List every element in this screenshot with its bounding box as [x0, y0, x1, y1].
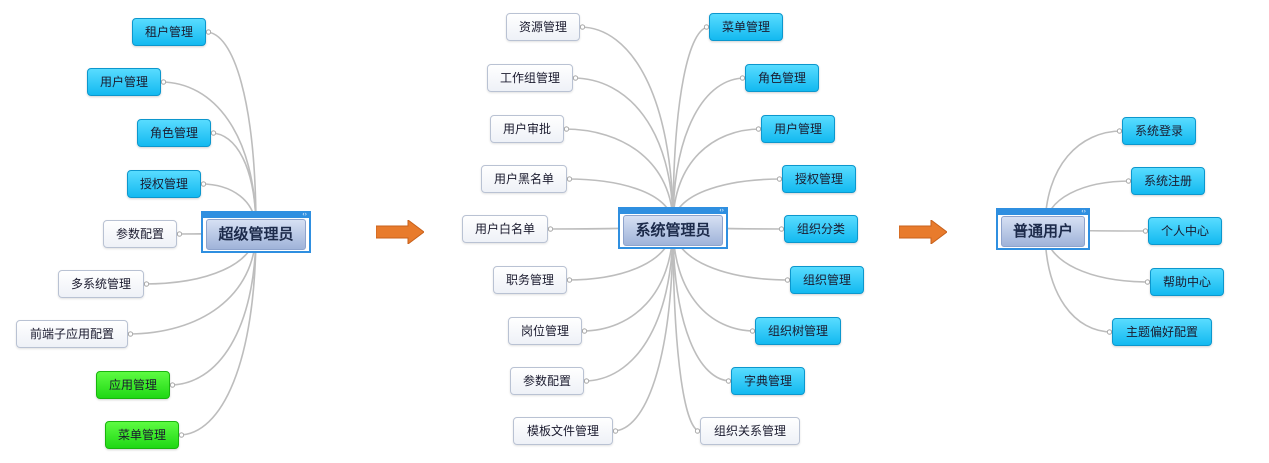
node-org-management[interactable]: 组织管理	[790, 266, 864, 294]
connector-line	[210, 132, 257, 231]
node-template-file-management[interactable]: 模板文件管理	[513, 417, 613, 445]
connector-line	[583, 224, 674, 382]
node-org-relation-management[interactable]: 组织关系管理	[700, 417, 800, 445]
connector-dot	[169, 382, 176, 388]
node-system-register[interactable]: 系统注册	[1131, 167, 1205, 195]
connector-dot	[143, 281, 150, 287]
connector-dot	[547, 226, 554, 232]
expand-icon: ‹›	[719, 207, 724, 214]
node-dictionary-management[interactable]: 字典管理	[731, 367, 805, 395]
connector-dot	[1125, 178, 1132, 184]
node-user-management[interactable]: 用户管理	[87, 68, 161, 96]
connector-dot	[205, 29, 212, 35]
central-node-label: 普通用户	[1001, 216, 1085, 247]
connector-dot	[703, 24, 710, 30]
connector-line	[579, 26, 674, 226]
node-parameter-config[interactable]: 参数配置	[103, 220, 177, 248]
expand-icon: ‹›	[1081, 208, 1086, 215]
connector-line	[672, 128, 762, 226]
node-theme-preference-config[interactable]: 主题偏好配置	[1112, 318, 1212, 346]
connector-line	[612, 224, 674, 432]
connector-dot	[1144, 279, 1151, 285]
node-authorization-management[interactable]: 授权管理	[127, 170, 201, 198]
node-menu-management[interactable]: 菜单管理	[105, 421, 179, 449]
connector-line	[572, 77, 674, 226]
node-app-management[interactable]: 应用管理	[96, 371, 170, 399]
connector-dot	[200, 181, 207, 187]
node-parameter-config[interactable]: 参数配置	[510, 367, 584, 395]
connector-dot	[1142, 228, 1149, 234]
central-node-label: 系统管理员	[623, 215, 723, 246]
connector-dot	[1116, 128, 1123, 134]
connector-dot	[566, 277, 573, 283]
node-frontend-subapp-config[interactable]: 前端子应用配置	[16, 320, 128, 348]
connector-dot	[694, 428, 701, 434]
connector-dot	[776, 176, 783, 182]
connector-dot	[579, 24, 586, 30]
node-authorization-management[interactable]: 授权管理	[782, 165, 856, 193]
connector-dot	[778, 226, 785, 232]
arrow-right-icon	[899, 220, 947, 244]
node-role-management[interactable]: 角色管理	[745, 64, 819, 92]
node-menu-management[interactable]: 菜单管理	[709, 13, 783, 41]
connector-dot	[583, 378, 590, 384]
connector-line	[672, 77, 746, 226]
node-post-management[interactable]: 岗位管理	[508, 317, 582, 345]
central-node-super-admin[interactable]: ‹› 超级管理员	[201, 211, 311, 253]
connector-line	[178, 229, 257, 436]
connector-dot	[784, 277, 791, 283]
node-position-management[interactable]: 职务管理	[493, 266, 567, 294]
connector-line	[127, 229, 257, 335]
central-node-system-admin[interactable]: ‹› 系统管理员	[618, 207, 728, 249]
central-node-regular-user[interactable]: ‹› 普通用户	[996, 208, 1090, 250]
connector-line	[672, 224, 732, 382]
connector-line	[1044, 228, 1113, 333]
connector-line	[205, 31, 257, 231]
node-role-management[interactable]: 角色管理	[137, 119, 211, 147]
expand-icon: ‹›	[302, 211, 307, 218]
node-workgroup-management[interactable]: 工作组管理	[487, 64, 573, 92]
node-system-login[interactable]: 系统登录	[1122, 117, 1196, 145]
connector-dot	[612, 428, 619, 434]
connector-dot	[210, 130, 217, 136]
node-personal-center[interactable]: 个人中心	[1148, 217, 1222, 245]
node-help-center[interactable]: 帮助中心	[1150, 268, 1224, 296]
central-node-label: 超级管理员	[206, 219, 306, 250]
node-multi-system-management[interactable]: 多系统管理	[58, 270, 144, 298]
connector-line	[563, 128, 674, 226]
node-user-blacklist[interactable]: 用户黑名单	[481, 165, 567, 193]
connector-dot	[178, 432, 185, 438]
connector-dot	[1106, 329, 1113, 335]
arrow-right-icon	[376, 220, 424, 244]
connector-dot	[176, 231, 183, 237]
node-user-management[interactable]: 用户管理	[761, 115, 835, 143]
connector-line	[672, 224, 701, 432]
node-resource-management[interactable]: 资源管理	[506, 13, 580, 41]
connector-dot	[563, 126, 570, 132]
connector-dot	[572, 75, 579, 81]
connector-line	[672, 26, 710, 226]
connector-dot	[755, 126, 762, 132]
connector-dot	[749, 328, 756, 334]
connector-dot	[127, 331, 134, 337]
connector-dot	[160, 79, 167, 85]
connector-line	[169, 229, 257, 386]
node-user-approval[interactable]: 用户审批	[490, 115, 564, 143]
node-org-tree-management[interactable]: 组织树管理	[755, 317, 841, 345]
connector-dot	[581, 328, 588, 334]
connector-dot	[739, 75, 746, 81]
connector-dot	[725, 378, 732, 384]
node-user-whitelist[interactable]: 用户白名单	[462, 215, 548, 243]
node-tenant-management[interactable]: 租户管理	[132, 18, 206, 46]
node-org-category[interactable]: 组织分类	[784, 215, 858, 243]
connector-dot	[566, 176, 573, 182]
